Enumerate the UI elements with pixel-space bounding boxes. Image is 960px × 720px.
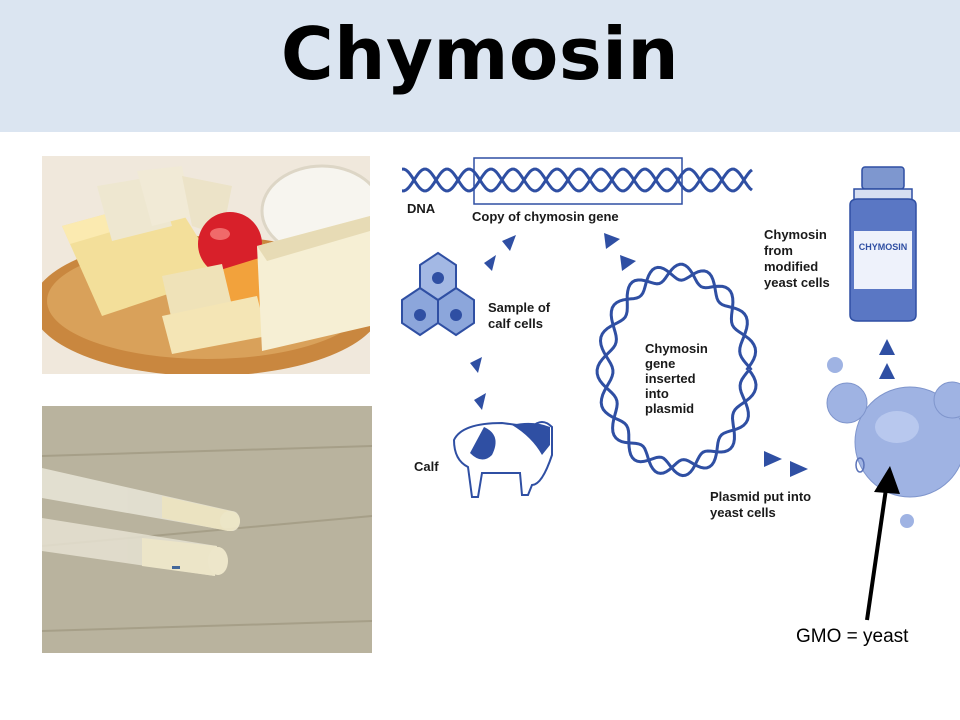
plasmid-label-line4: into — [645, 386, 669, 401]
gmo-annotation: GMO = yeast — [796, 626, 909, 647]
yeast-step-label-line2: yeast cells — [710, 505, 776, 520]
gmo-pointer-arrow — [865, 466, 900, 621]
calf-icon — [452, 421, 553, 498]
plasmid-label-line5: plasmid — [645, 401, 694, 416]
bottle-label: CHYMOSIN — [859, 242, 908, 252]
plasmid-label-line3: inserted — [645, 371, 696, 386]
dna-helix — [402, 167, 753, 193]
chymosin-process-diagram: DNA Copy of chymosin gene Sample of calf… — [401, 157, 960, 528]
product-label-line2: from — [764, 243, 793, 258]
yeast-cells-icon — [826, 357, 960, 528]
calf-cells-label-line1: Sample of — [488, 300, 551, 315]
dna-label: DNA — [407, 201, 436, 216]
plasmid-label-line1: Chymosin — [645, 341, 708, 356]
process-arrows — [470, 233, 895, 477]
product-label-line3: modified — [764, 259, 818, 274]
plasmid-label-line2: gene — [645, 356, 675, 371]
title-band — [0, 0, 960, 132]
calf-cells-icon — [401, 251, 475, 337]
plasmid-loop — [595, 262, 758, 478]
slide-title: Chymosin — [280, 12, 680, 96]
test-tubes-photo — [42, 406, 372, 653]
calf-cells-label-line2: calf cells — [488, 316, 543, 331]
product-label-line1: Chymosin — [764, 227, 827, 242]
cheese-photo — [42, 156, 370, 374]
calf-label: Calf — [414, 459, 439, 474]
gene-copy-box — [473, 157, 683, 205]
product-label-line4: yeast cells — [764, 275, 830, 290]
chymosin-bottle-icon: CHYMOSIN — [849, 166, 917, 322]
yeast-step-label-line1: Plasmid put into — [710, 489, 811, 504]
gene-copy-label: Copy of chymosin gene — [472, 209, 619, 224]
